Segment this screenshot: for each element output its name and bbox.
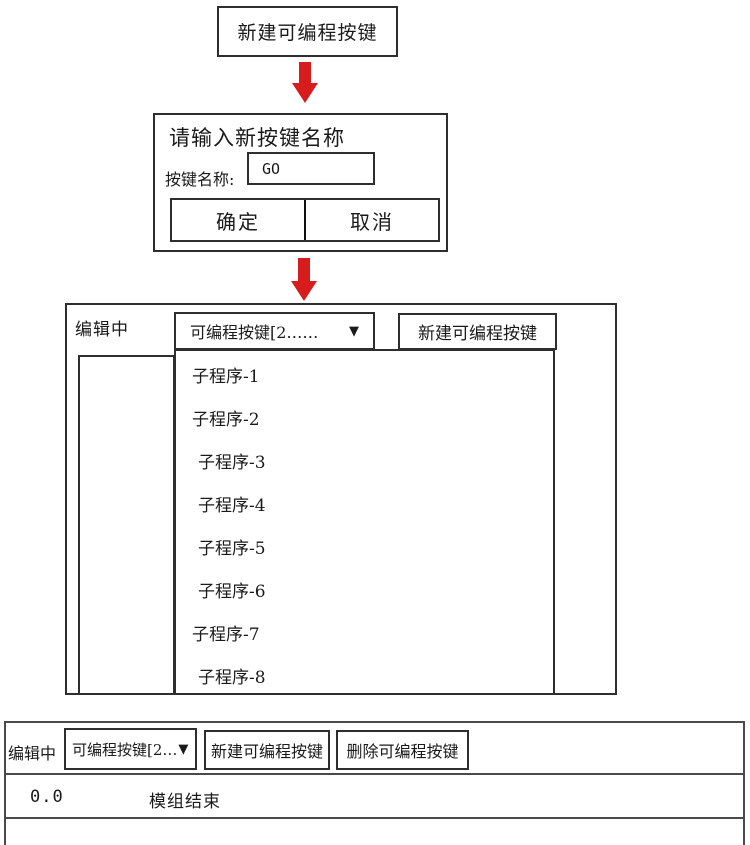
subroutine-option[interactable]: 子程序-4 <box>198 496 266 516</box>
dropdown-arrow-icon: ▼ <box>349 323 359 339</box>
arrow-down-icon <box>291 258 317 301</box>
step-command: 模组结束 <box>149 792 221 812</box>
delete-programmable-key-button[interactable]: 删除可编程按键 <box>336 730 469 770</box>
editor-side-panel <box>78 355 175 695</box>
bottom-toolbar: 编辑中 可编程按键[2… ▼ 新建可编程按键 删除可编程按键 <box>6 723 743 775</box>
dropdown-selected-value: 可编程按键[2… <box>72 740 178 759</box>
key-name-label: 按键名称: <box>165 170 235 189</box>
editing-status-label: 编辑中 <box>75 320 129 340</box>
empty-program-row <box>6 819 743 843</box>
cancel-button[interactable]: 取消 <box>306 200 438 240</box>
subroutine-option[interactable]: 子程序-2 <box>192 410 260 430</box>
dropdown-arrow-icon: ▼ <box>178 741 189 757</box>
subroutine-option[interactable]: 子程序-5 <box>198 539 266 559</box>
subroutine-option[interactable]: 子程序-7 <box>192 625 260 645</box>
dropdown-selected-value: 可编程按键[2…… <box>190 323 319 342</box>
step-number: 0.0 <box>30 787 64 807</box>
program-step-row[interactable]: 0.0 模组结束 <box>6 775 743 819</box>
bottom-editor-section: 编辑中 可编程按键[2… ▼ 新建可编程按键 删除可编程按键 0.0 模组结束 <box>4 721 745 845</box>
programmable-key-dropdown[interactable]: 可编程按键[2… ▼ <box>64 728 197 770</box>
subroutine-option[interactable]: 子程序-8 <box>198 668 266 688</box>
dialog-button-bar: 确定 取消 <box>170 198 440 242</box>
editing-status-label: 编辑中 <box>8 744 57 763</box>
new-programmable-key-button[interactable]: 新建可编程按键 <box>217 6 398 57</box>
new-programmable-key-button[interactable]: 新建可编程按键 <box>398 313 557 350</box>
subroutine-dropdown-list: 子程序-1 子程序-2 子程序-3 子程序-4 子程序-5 子程序-6 子程序-… <box>174 349 555 695</box>
new-programmable-key-button[interactable]: 新建可编程按键 <box>204 730 330 770</box>
editor-panel: 编辑中 可编程按键[2…… ▼ 新建可编程按键 子程序-1 子程序-2 子程序-… <box>65 303 617 695</box>
new-key-name-dialog: 请输入新按键名称 按键名称: GO 确定 取消 <box>153 113 448 252</box>
programmable-key-dropdown[interactable]: 可编程按键[2…… ▼ <box>174 312 375 350</box>
subroutine-option[interactable]: 子程序-3 <box>198 453 266 473</box>
subroutine-option[interactable]: 子程序-1 <box>192 367 260 387</box>
dialog-title: 请输入新按键名称 <box>169 126 345 150</box>
ok-button[interactable]: 确定 <box>172 200 306 240</box>
subroutine-option[interactable]: 子程序-6 <box>198 582 266 602</box>
arrow-down-icon <box>292 62 318 103</box>
key-name-input[interactable]: GO <box>247 152 375 185</box>
